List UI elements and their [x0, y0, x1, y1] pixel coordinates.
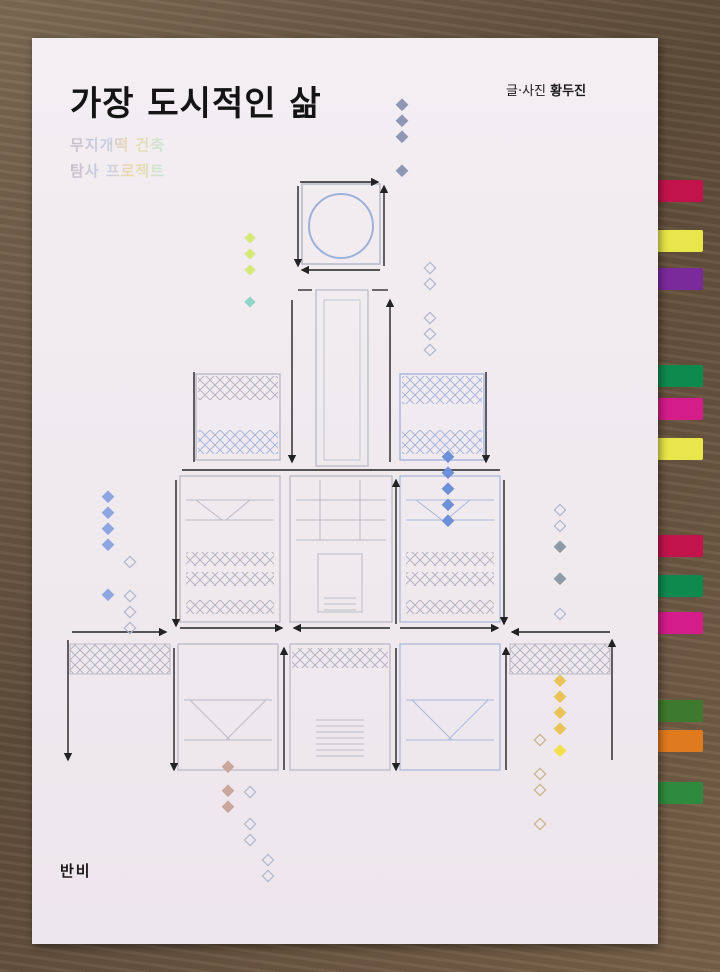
index-tab: [655, 535, 703, 557]
upper-left-block: [193, 372, 281, 462]
author-label: 글·사진: [506, 84, 547, 99]
roof-cube: [293, 177, 389, 275]
index-tab: [655, 268, 703, 290]
upper-right-block: [399, 372, 491, 464]
subtitle-line-2: 탐사 프로젝트: [70, 162, 166, 180]
diamond-chains: [101, 98, 567, 883]
index-tab: [655, 700, 703, 722]
index-tab: [655, 365, 703, 387]
author-name: 황두진: [550, 84, 587, 99]
index-tab: [655, 180, 703, 202]
book-title: 가장 도시적인 삶: [70, 84, 322, 124]
index-tab: [655, 438, 703, 460]
index-tab: [655, 612, 703, 634]
author-credit: 글·사진 황두진: [506, 80, 586, 99]
index-tab: [655, 398, 703, 420]
index-tab: [655, 575, 703, 597]
index-tab: [655, 782, 703, 804]
index-tab: [655, 230, 703, 252]
book-cover: [32, 38, 658, 944]
index-tab: [655, 730, 703, 752]
publisher-logo: 반비: [60, 862, 92, 880]
bottom-tier: [63, 627, 617, 772]
tower-shaft: [287, 289, 395, 467]
middle-tier: [171, 469, 509, 633]
subtitle-line-1: 무지개떡 건축: [70, 136, 166, 154]
